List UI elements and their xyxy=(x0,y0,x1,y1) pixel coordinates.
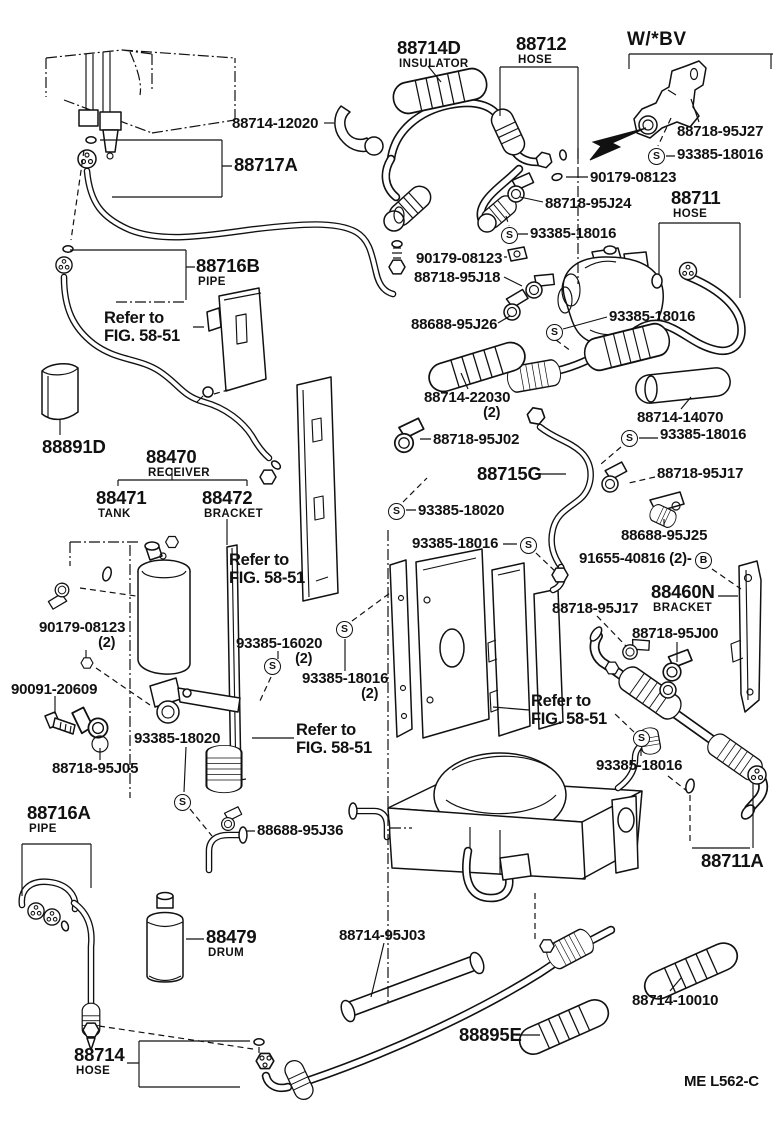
part-label-93385-18016-d: 93385-18016 xyxy=(660,426,747,443)
part-label-88714-14070: 88714-14070 xyxy=(637,409,724,426)
b-symbol: B xyxy=(695,552,712,569)
blower-unit xyxy=(348,725,663,898)
part-label-93385-18016-g: 93385-18016 xyxy=(596,757,683,774)
phantom-lines xyxy=(70,117,742,1056)
s-symbol: S xyxy=(388,503,405,520)
part-label-88717a: 88717A xyxy=(234,154,298,175)
part-label-88714-10010: 88714-10010 xyxy=(632,992,719,1009)
part-label-88891d: 88891D xyxy=(42,436,106,457)
evaporator-phantom xyxy=(45,49,236,160)
part-label-91655-40816: 91655-40816 (2)- xyxy=(579,550,692,567)
s-symbol: S xyxy=(520,537,537,554)
part-label-93385-18016-c: 93385-18016 xyxy=(609,308,696,325)
compressor xyxy=(557,245,664,347)
part-label-88718-95j27: 88718-95J27 xyxy=(677,123,764,140)
s-symbol: S xyxy=(648,148,665,165)
clamp-88688-95j25-part xyxy=(646,491,685,531)
part-label-93385-18016-a: 93385-18016 xyxy=(677,146,764,163)
fittings xyxy=(27,105,767,1070)
s-symbol: S xyxy=(546,324,563,341)
part-label-88718-95j05: 88718-95J05 xyxy=(52,760,139,777)
part-label-93385-18020-b: 93385-18020 xyxy=(134,730,221,747)
cover-88891d-part xyxy=(41,363,79,421)
part-label-88688-95j36: 88688-95J36 xyxy=(257,822,344,839)
part-label-88714-22030: 88714-22030(2) xyxy=(424,389,511,422)
part-label-88714-95j03: 88714-95J03 xyxy=(339,927,426,944)
direction-arrow xyxy=(589,127,647,161)
part-label-88718-95j17-a: 88718-95J17 xyxy=(657,465,744,482)
s-symbol: S xyxy=(336,621,353,638)
part-label-90091-20609: 90091-20609 xyxy=(11,681,98,698)
part-label-93385-18016-b: 93385-18016 xyxy=(530,225,617,242)
part-label-88714-12020: 88714-12020 xyxy=(232,115,319,132)
part-label-93385-18020-a: 93385-18020 xyxy=(418,502,505,519)
s-symbol: S xyxy=(501,227,518,244)
corrugated-sleeves xyxy=(81,65,767,1104)
part-label-93385-18016-e: 93385-18016 xyxy=(412,535,499,552)
part-label-88718-95j18: 88718-95J18 xyxy=(414,269,501,286)
part-label-90179-08123-a: 90179-08123 xyxy=(590,169,677,186)
leader-lines xyxy=(21,53,773,1088)
s-symbol: S xyxy=(621,430,638,447)
tube-88714-14070-part xyxy=(635,367,731,404)
part-label-88718-95j00: 88718-95J00 xyxy=(632,625,719,642)
part-label-88718-95j17-b: 88718-95J17 xyxy=(552,600,639,617)
part-label-88711a: 88711A xyxy=(701,850,764,871)
page-code: ME L562-C xyxy=(684,1073,759,1090)
sleeve-88895e-part xyxy=(514,994,614,1060)
mount-panels xyxy=(206,287,762,784)
part-label-88895e: 88895E xyxy=(459,1024,522,1045)
s-symbol: S xyxy=(633,730,650,747)
part-label-90179-08123-b: 90179-08123 xyxy=(416,250,503,267)
part-label-90179-08123-c: 90179-08123(2) xyxy=(39,619,126,652)
part-label-88688-95j25: 88688-95J25 xyxy=(621,527,708,544)
part-label-93385-18016-f: 93385-18016(2) xyxy=(302,670,389,703)
part-label-88688-95j26: 88688-95J26 xyxy=(411,316,498,333)
part-label-88715g: 88715G xyxy=(477,463,542,484)
part-label-93385-16020: 93385-16020(2) xyxy=(236,635,323,668)
drum-88479-part xyxy=(146,891,184,983)
s-symbol: S xyxy=(174,794,191,811)
part-label-88718-95j02: 88718-95J02 xyxy=(433,431,520,448)
option-label-wbv: W/*BV xyxy=(627,29,687,50)
part-label-88718-95j24: 88718-95J24 xyxy=(545,195,632,212)
s-symbol: S xyxy=(264,658,281,675)
receiver-tank-88471-part xyxy=(137,535,191,675)
receiver-clamp-assembly xyxy=(44,566,243,794)
